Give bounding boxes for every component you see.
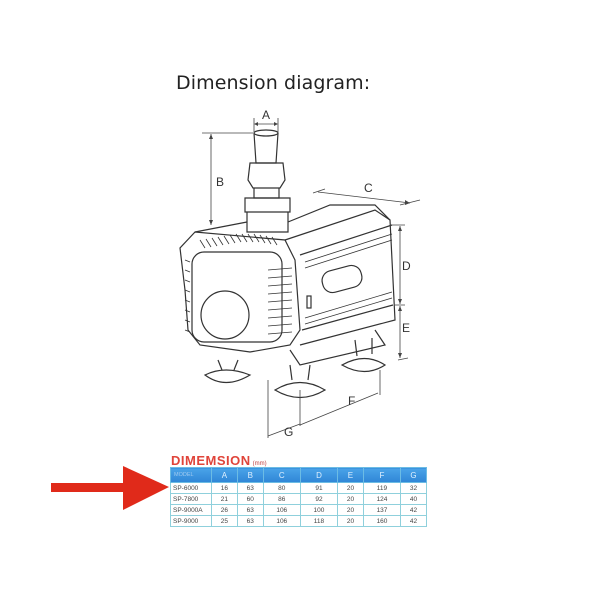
cell: 25	[211, 515, 238, 527]
cell: 86	[262, 493, 301, 505]
cell: 21	[211, 493, 238, 505]
red-arrow-icon	[51, 466, 169, 510]
col-f: F	[362, 467, 402, 483]
cell: 20	[337, 515, 364, 527]
cell: 137	[362, 504, 402, 516]
label-d: D	[402, 259, 411, 273]
cell: 100	[299, 504, 339, 516]
cell: 20	[337, 493, 364, 505]
cell: 20	[337, 482, 364, 494]
cell: 63	[236, 515, 264, 527]
cell: 32	[400, 482, 427, 494]
cell: SP-9000	[170, 515, 212, 527]
cell: 16	[211, 482, 238, 494]
label-g: G	[284, 425, 293, 439]
label-b: B	[216, 175, 224, 189]
cell: 26	[211, 504, 238, 516]
cell: 63	[236, 504, 264, 516]
cell: 40	[400, 493, 427, 505]
label-c: C	[364, 181, 373, 195]
cell: 91	[299, 482, 339, 494]
dimension-table-title: DIMEMSION(mm)	[171, 453, 267, 468]
label-e: E	[402, 321, 410, 335]
cell: SP-7800	[170, 493, 212, 505]
col-c: C	[262, 467, 301, 483]
col-e: E	[337, 467, 364, 483]
cell: 42	[400, 504, 427, 516]
table-row: SP-6000 16 63 80 91 20 119 32	[170, 482, 427, 494]
col-a: A	[211, 467, 238, 483]
table-row: SP-9000A 26 63 106 100 20 137 42	[170, 504, 427, 516]
cell: 160	[362, 515, 402, 527]
cell: 80	[262, 482, 301, 494]
table-header-row: MODEL A B C D E F G	[170, 467, 427, 483]
table-heading: DIMEMSION	[171, 453, 251, 468]
dimension-table: MODEL A B C D E F G SP-6000 16 63 80 91 …	[170, 467, 427, 527]
cell: SP-9000A	[170, 504, 212, 516]
cell: 60	[236, 493, 264, 505]
cell: 106	[262, 504, 301, 516]
cell: 124	[362, 493, 402, 505]
col-g: G	[400, 467, 427, 483]
cell: 63	[236, 482, 264, 494]
col-b: B	[236, 467, 264, 483]
cell: SP-6000	[170, 482, 212, 494]
label-f: F	[348, 394, 355, 408]
cell: 92	[299, 493, 339, 505]
cell: 42	[400, 515, 427, 527]
col-d: D	[299, 467, 339, 483]
page-title: Dimension diagram:	[176, 72, 371, 94]
cell: 106	[262, 515, 301, 527]
table-row: SP-7800 21 60 86 92 20 124 40	[170, 493, 427, 505]
cell: 118	[299, 515, 339, 527]
label-a: A	[262, 108, 270, 122]
table-unit: (mm)	[252, 461, 267, 467]
cell: 20	[337, 504, 364, 516]
table-row: SP-9000 25 63 106 118 20 160 42	[170, 515, 427, 527]
cell: 119	[362, 482, 402, 494]
col-model: MODEL	[170, 467, 212, 483]
